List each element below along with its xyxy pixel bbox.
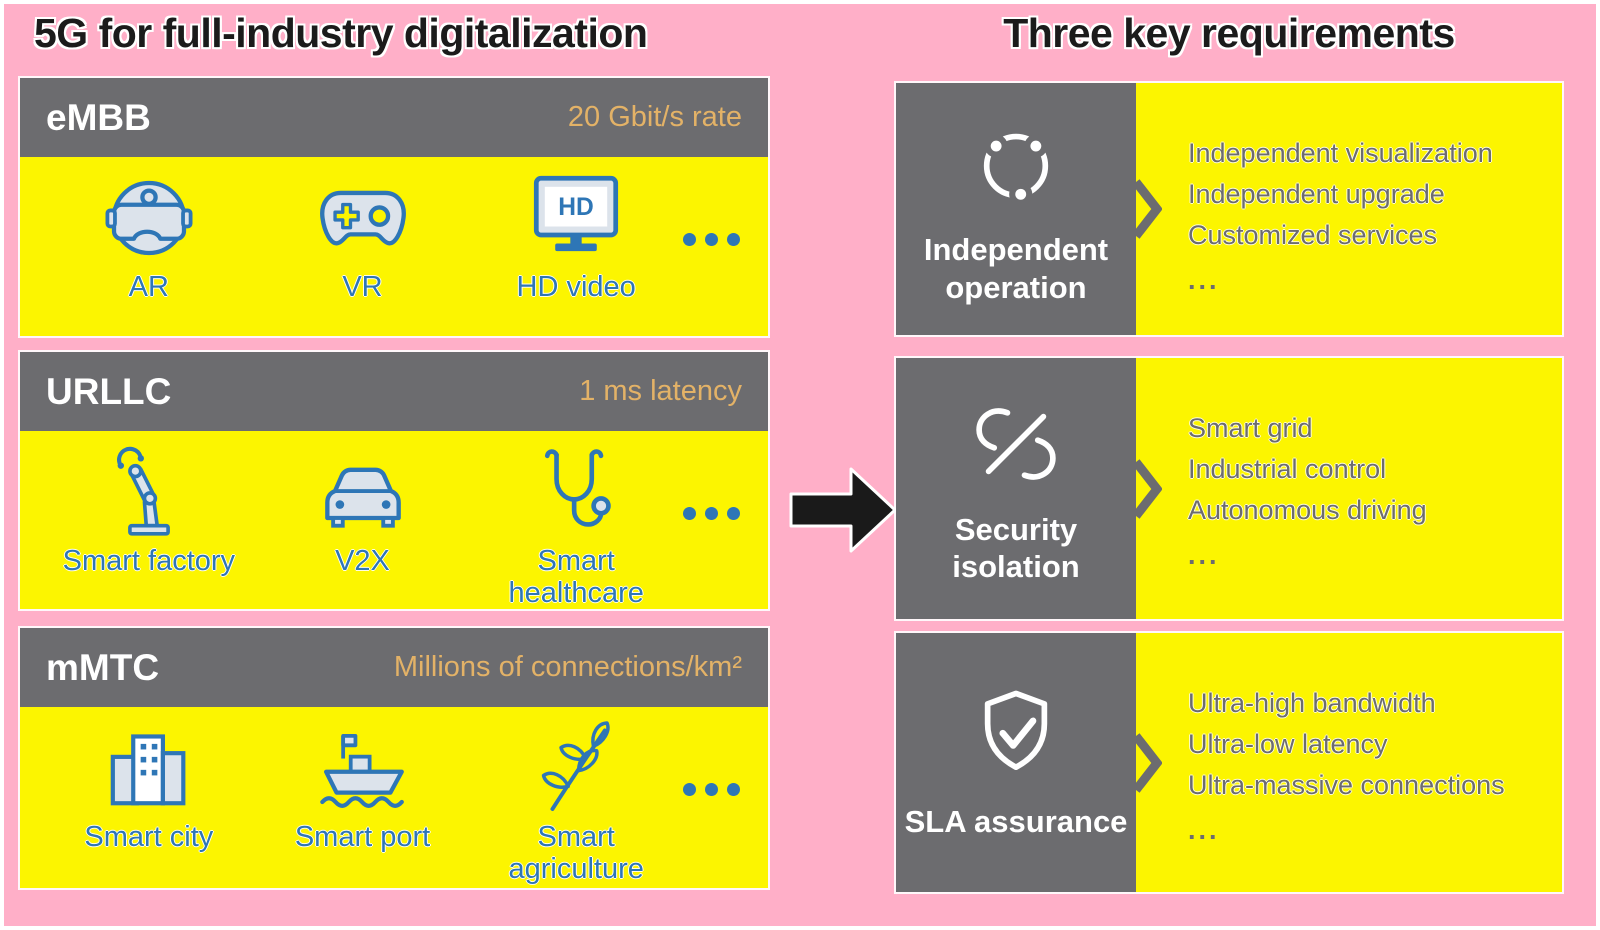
security-isolation-panel: Security isolation Smart grid Industrial… (896, 358, 1562, 619)
cycle-nodes-icon (964, 112, 1068, 221)
flow-arrow-icon (789, 467, 897, 553)
hd-icon-text: HD (558, 194, 594, 221)
detail-item: Ultra-high bandwidth (1188, 688, 1436, 718)
mmtc-panel: mMTC Millions of connections/km² Smart c… (20, 628, 768, 888)
use-case-label: V2X (335, 545, 390, 577)
detail-item: Ultra-massive connections (1188, 770, 1505, 800)
use-case-smart-port: Smart port (256, 717, 470, 853)
embb-name: eMBB (46, 96, 151, 138)
buildings-icon (98, 717, 200, 819)
detail-item: Smart grid (1188, 413, 1313, 443)
detail-item: Autonomous driving (1188, 495, 1427, 525)
use-case-v2x: V2X (256, 441, 470, 577)
urllc-name: URLLC (46, 370, 172, 412)
ship-icon (311, 717, 415, 819)
ellipsis-icon (683, 233, 741, 246)
mmtc-header: mMTC Millions of connections/km² (20, 628, 768, 707)
independent-operation-square: Independent operation (896, 83, 1136, 335)
use-case-label: Smart healthcare (508, 545, 644, 610)
ar-headset-icon (97, 167, 201, 269)
security-isolation-details: Smart grid Industrial control Autonomous… (1132, 358, 1562, 619)
independent-operation-panel: Independent operation Independent visual… (896, 83, 1562, 335)
ellipsis-icon (683, 783, 741, 796)
use-case-smart-factory: Smart factory (42, 441, 256, 577)
right-section-title: Three key requirements (1003, 10, 1455, 56)
robot-arm-icon (98, 441, 200, 543)
use-case-label: Smart city (84, 821, 214, 853)
ellipsis-icon (683, 507, 741, 520)
plant-branch-icon (528, 717, 624, 819)
more-indicator: ... (1188, 540, 1220, 570)
use-case-vr: VR (256, 167, 470, 303)
hd-video-icon: HD (524, 167, 628, 269)
urllc-header: URLLC 1 ms latency (20, 352, 768, 431)
mmtc-metric: Millions of connections/km² (393, 651, 742, 683)
more-indicator: ... (1188, 265, 1220, 295)
use-case-ar: AR (42, 167, 256, 303)
use-case-hd-video: HD HD video (469, 167, 683, 303)
security-isolation-square: Security isolation (896, 358, 1136, 619)
detail-item: Customized services (1188, 220, 1438, 250)
use-case-label: VR (342, 271, 383, 303)
vr-gamepad-icon (310, 167, 416, 269)
sla-assurance-details: Ultra-high bandwidth Ultra-low latency U… (1132, 633, 1562, 892)
use-case-label: Smart agriculture (508, 821, 644, 886)
requirement-label: SLA assurance (904, 804, 1128, 840)
chevron-right-icon (1132, 179, 1162, 239)
detail-item: Industrial control (1188, 454, 1387, 484)
car-icon (310, 441, 416, 543)
independent-operation-details: Independent visualization Independent up… (1132, 83, 1562, 335)
embb-metric: 20 Gbit/s rate (567, 101, 742, 133)
mmtc-name: mMTC (46, 646, 160, 688)
detail-item: Independent visualization (1188, 138, 1493, 168)
mmtc-body: Smart city Smart port (20, 707, 768, 886)
sla-assurance-square: SLA assurance (896, 633, 1136, 892)
embb-body: AR VR HD (20, 157, 768, 303)
requirement-label: Security isolation (952, 511, 1080, 584)
left-section-title: 5G for full-industry digitalization (34, 10, 648, 56)
detail-item: Independent upgrade (1188, 179, 1445, 209)
sla-assurance-panel: SLA assurance Ultra-high bandwidth Ultra… (896, 633, 1562, 892)
use-case-label: Smart port (294, 821, 431, 853)
detail-item: Ultra-low latency (1188, 729, 1388, 759)
urllc-metric: 1 ms latency (579, 375, 742, 407)
chevron-right-icon (1132, 732, 1162, 793)
use-case-label: AR (128, 271, 169, 303)
embb-header: eMBB 20 Gbit/s rate (20, 78, 768, 157)
shield-check-icon (964, 684, 1068, 793)
urllc-panel: URLLC 1 ms latency Smart (20, 352, 768, 609)
use-case-smart-healthcare: Smart healthcare (469, 441, 683, 610)
urllc-body: Smart factory V2X (20, 431, 768, 610)
more-indicator: ... (1188, 815, 1220, 845)
chevron-right-icon (1132, 458, 1162, 519)
use-case-smart-agriculture: Smart agriculture (469, 717, 683, 886)
broken-link-icon (964, 392, 1068, 501)
use-case-label: HD video (516, 271, 636, 303)
use-case-label: Smart factory (62, 545, 236, 577)
embb-panel: eMBB 20 Gbit/s rate AR (20, 78, 768, 336)
use-case-smart-city: Smart city (42, 717, 256, 853)
stethoscope-icon (525, 441, 627, 543)
requirement-label: Independent operation (923, 232, 1109, 305)
